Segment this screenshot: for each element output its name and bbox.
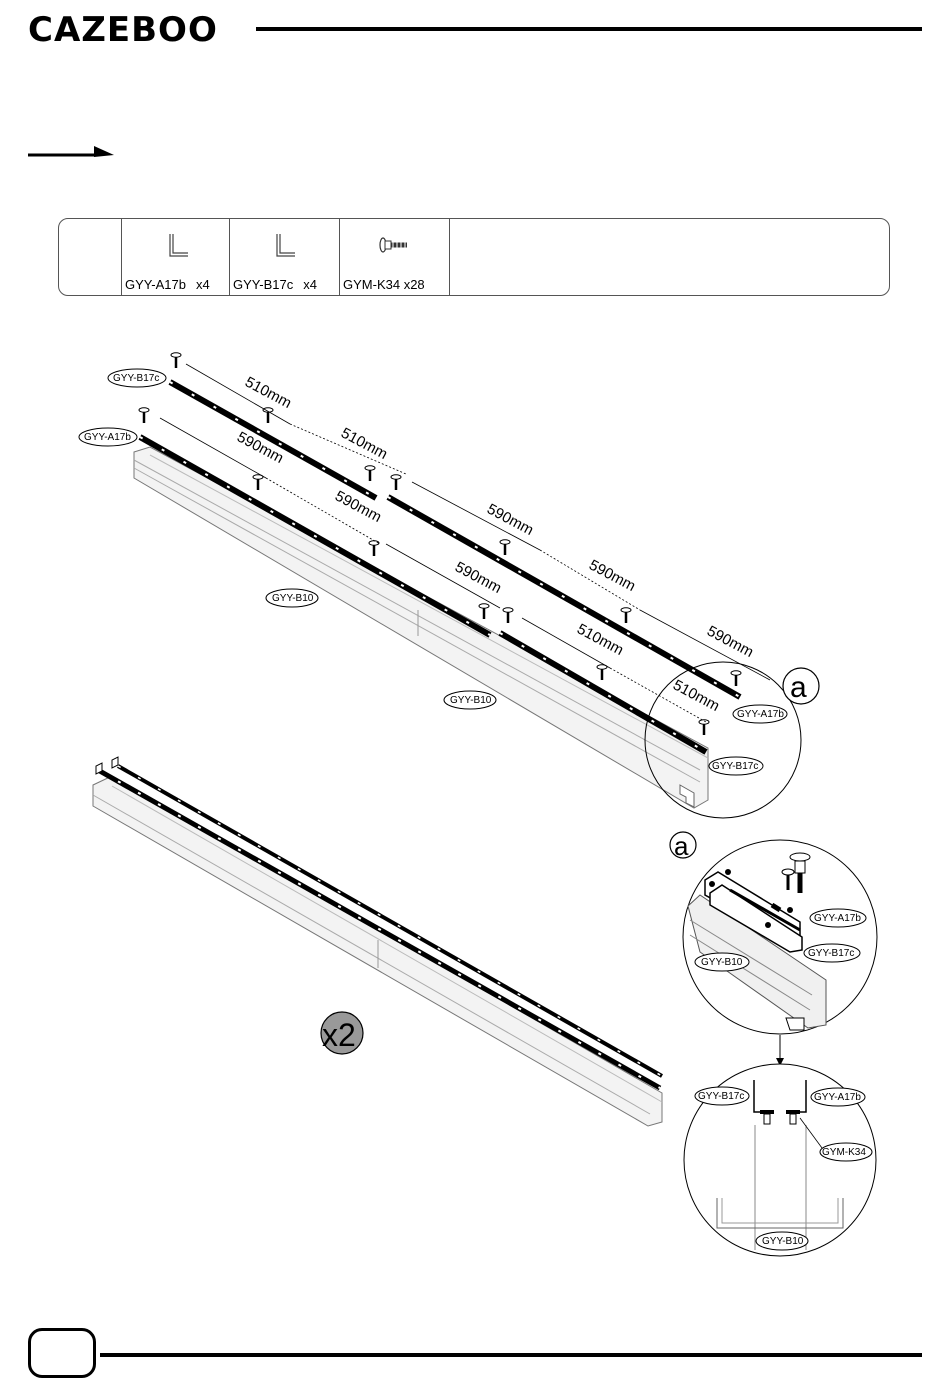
label-b10: GYY-B10	[450, 695, 492, 706]
dim-label: 590mm	[586, 557, 638, 595]
label-b10: GYY-B10	[272, 593, 314, 604]
label-a17b: GYY-A17b	[84, 432, 131, 443]
label-a17b: GYY-A17b	[814, 913, 861, 924]
page-number-box	[28, 1328, 96, 1378]
dim-label: 590mm	[452, 559, 504, 597]
label-k34: GYM-K34	[822, 1147, 866, 1158]
dim-label: 510mm	[242, 374, 294, 412]
label-a17b: GYY-A17b	[814, 1092, 861, 1103]
label-b17c: GYY-B17c	[113, 373, 159, 384]
footer-rule	[100, 1353, 922, 1357]
label-b17c: GYY-B17c	[808, 948, 854, 959]
dim-label: 590mm	[484, 501, 536, 539]
dim-label: 590mm	[332, 488, 384, 526]
bracket-strip-a17b	[140, 437, 706, 752]
label-b17c: GYY-B17c	[712, 761, 758, 772]
label-a17b: GYY-A17b	[737, 709, 784, 720]
dim-label: 590mm	[704, 623, 756, 661]
part-labels: GYY-B17c GYY-A17b GYY-B10 GYY-B10 GYY-A1…	[79, 369, 787, 775]
label-b10: GYY-B10	[762, 1236, 804, 1247]
detail-marker: a	[790, 671, 807, 704]
screws	[139, 353, 741, 735]
rail-assembled	[93, 757, 662, 1126]
multiplier-text: x2	[322, 1017, 356, 1053]
label-b17c: GYY-B17c	[698, 1091, 744, 1102]
dim-label: 510mm	[338, 425, 390, 463]
detail-marker: a	[674, 831, 689, 861]
detail-zoom-1	[683, 840, 877, 1034]
label-b10: GYY-B10	[701, 957, 743, 968]
